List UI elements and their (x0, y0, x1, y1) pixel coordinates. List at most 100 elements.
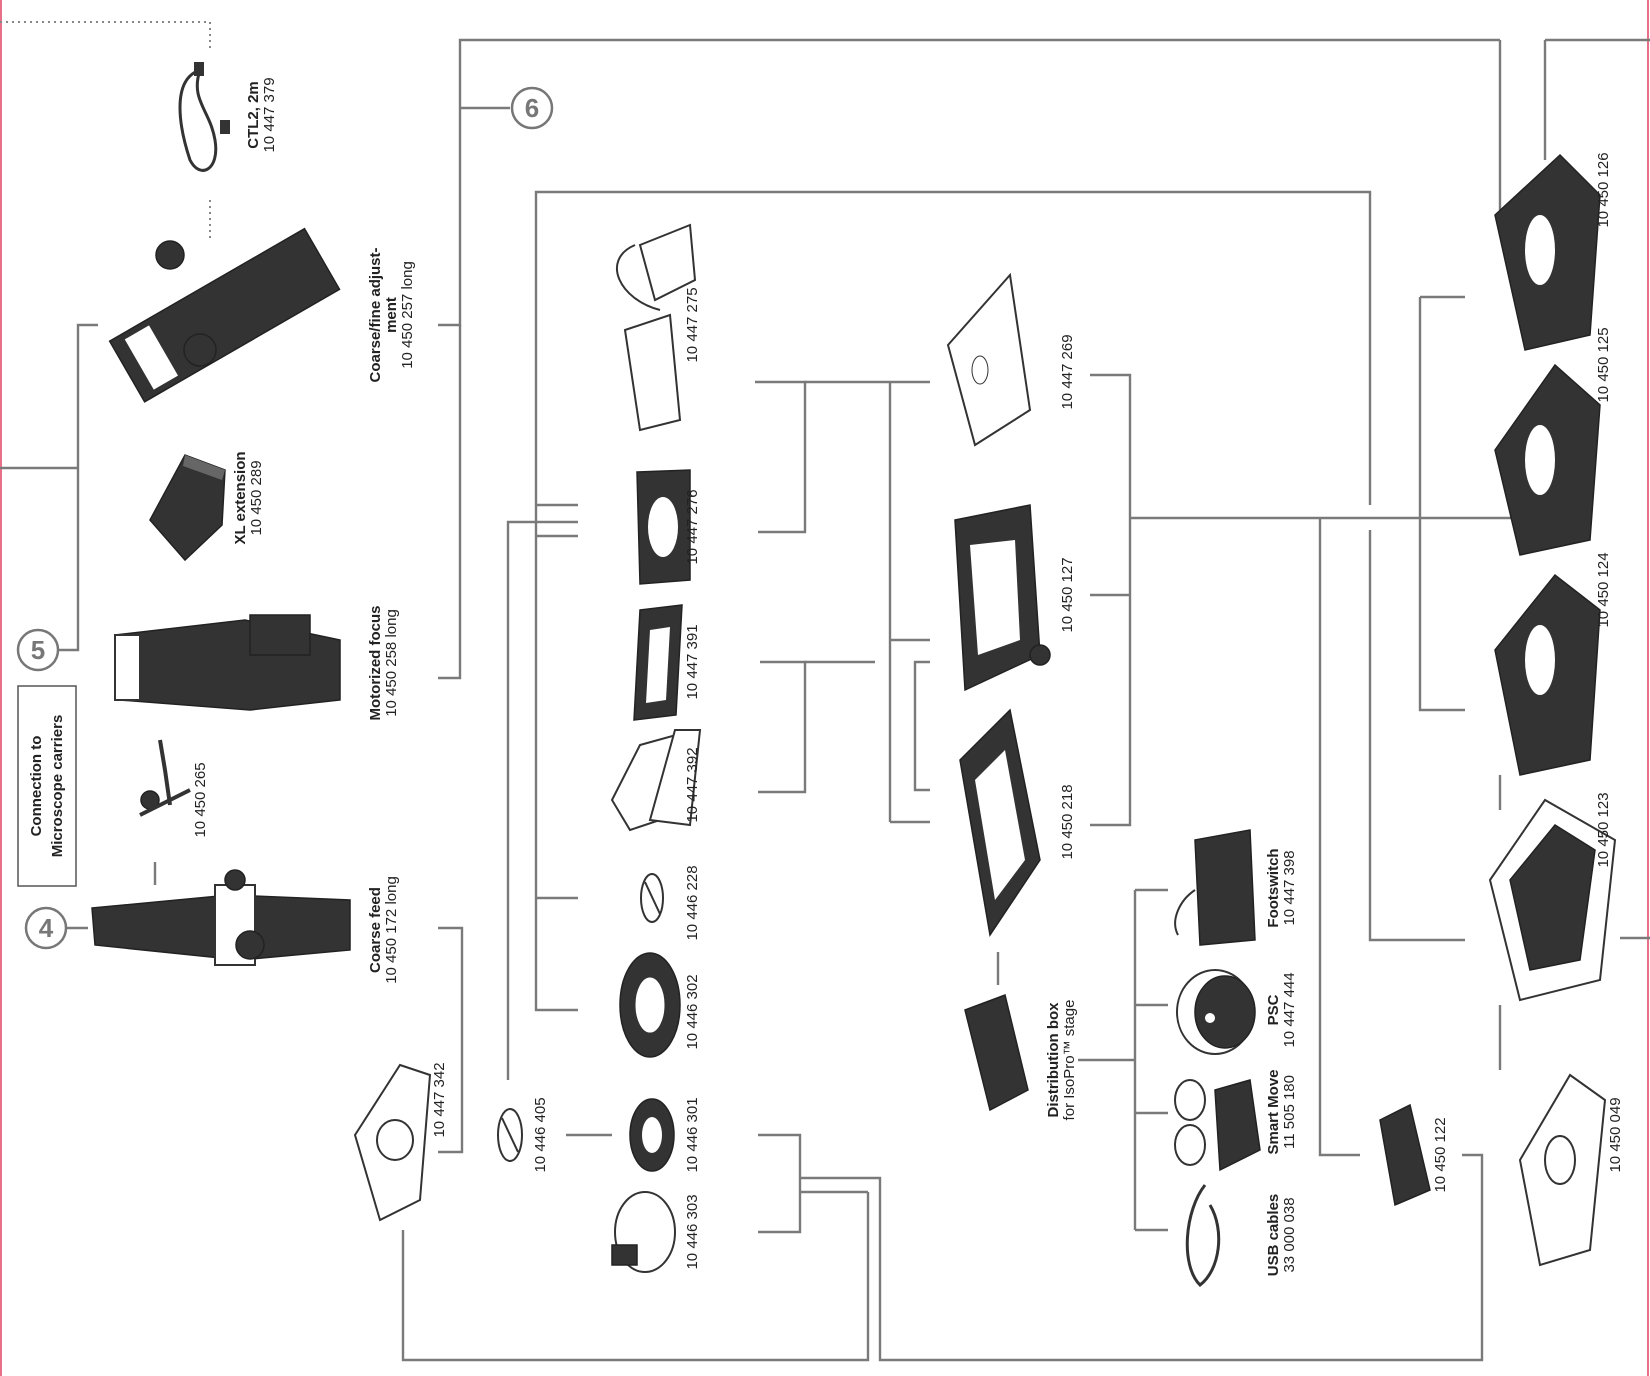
svg-text:5: 5 (31, 635, 45, 665)
svg-text:10 447 276: 10 447 276 (684, 489, 701, 564)
svg-text:10 450 126: 10 450 126 (1595, 152, 1612, 227)
svg-text:for IsoPro™ stage: for IsoPro™ stage (1061, 1000, 1078, 1121)
svg-text:10 446 302: 10 446 302 (684, 974, 701, 1049)
part-10447391-image (633, 604, 683, 721)
part-10450122-label: 10 450 122 (1432, 1117, 1449, 1192)
svg-text:10 447 342: 10 447 342 (431, 1062, 448, 1137)
distribution-box-label: Distribution box for IsoPro™ stage (1045, 1000, 1078, 1121)
coarse-feed-label: Coarse feed 10 450 172 long (367, 876, 400, 984)
svg-text:10 447 269: 10 447 269 (1059, 334, 1076, 409)
svg-text:CTL2, 2m: CTL2, 2m (245, 81, 262, 149)
part-10450124-image (1494, 573, 1601, 776)
svg-text:XL extension: XL extension (232, 451, 249, 544)
connection-to-microscope-carriers-box: Connection to Microscope carriers (17, 685, 77, 887)
coarse-feed-image (91, 869, 351, 966)
part-10450127-label: 10 450 127 (1059, 557, 1076, 632)
part-10447269-image (946, 272, 1032, 447)
part-10447392-image (610, 729, 702, 832)
svg-text:USB cables: USB cables (1265, 1194, 1282, 1277)
part-10450049-label: 10 450 049 (1607, 1097, 1624, 1172)
part-10450124-label: 10 450 124 (1595, 552, 1612, 627)
svg-text:4: 4 (39, 913, 54, 943)
distribution-box-image (964, 994, 1029, 1112)
part-10447391-label: 10 447 391 (684, 624, 701, 699)
part-10450049-image (1518, 1073, 1607, 1267)
coarse-fine-adjustment-image (108, 227, 341, 403)
svg-text:10 450 218: 10 450 218 (1059, 784, 1076, 859)
svg-text:10 447 379: 10 447 379 (261, 77, 278, 152)
part-10447276-label: 10 447 276 (684, 489, 701, 564)
part-10450122-image (1379, 1103, 1431, 1207)
part-10450123-label: 10 450 123 (1595, 792, 1612, 867)
usb-cables-image (1185, 1184, 1221, 1287)
part-10450126-label: 10 450 126 (1595, 152, 1612, 227)
svg-text:10 447 392: 10 447 392 (684, 747, 701, 822)
part-10446302-label: 10 446 302 (684, 974, 701, 1049)
part-10446303-image (611, 1191, 676, 1273)
svg-text:10 450 257 long: 10 450 257 long (399, 261, 416, 369)
svg-text:33 000 038: 33 000 038 (1281, 1197, 1298, 1272)
part-10450125-image (1494, 363, 1601, 556)
part-10447275-label: 10 447 275 (684, 287, 701, 362)
svg-text:ment: ment (383, 297, 400, 333)
part-10447269-label: 10 447 269 (1059, 334, 1076, 409)
svg-text:Footswitch: Footswitch (1265, 848, 1282, 927)
marker-4: 4 (24, 906, 88, 950)
smart-move-label: Smart Move 11 505 180 (1265, 1069, 1298, 1154)
part-10450127-image (954, 504, 1051, 692)
ctl2-label: CTL2, 2m 10 447 379 (245, 77, 278, 152)
psc-image (1176, 969, 1256, 1055)
xl-extension-image (149, 454, 226, 562)
part-10447342-image (353, 1063, 432, 1222)
part-10447276-image (636, 469, 691, 585)
svg-text:10 450 258 long: 10 450 258 long (383, 609, 400, 717)
part-10446301-label: 10 446 301 (684, 1097, 701, 1172)
part-10447275-image (616, 223, 697, 432)
ctl2-cable-image (178, 62, 230, 172)
part-10446405-label: 10 446 405 (532, 1097, 549, 1172)
footswitch-label: Footswitch 10 447 398 (1265, 848, 1298, 927)
part-10450265-label: 10 450 265 (192, 762, 209, 837)
svg-text:PSC: PSC (1265, 994, 1282, 1025)
motorized-focus-label: Motorized focus 10 450 258 long (367, 606, 400, 721)
xl-extension-label: XL extension 10 450 289 (232, 451, 265, 544)
smart-move-image (1174, 1079, 1261, 1172)
marker-6: 6 (510, 86, 554, 130)
svg-text:Motorized focus: Motorized focus (367, 606, 384, 721)
svg-text:10 450 125: 10 450 125 (1595, 327, 1612, 402)
part-10450123-image (1488, 798, 1617, 1002)
svg-text:Smart Move: Smart Move (1265, 1069, 1282, 1154)
svg-text:Coarse feed: Coarse feed (367, 887, 384, 973)
svg-text:10 446 301: 10 446 301 (684, 1097, 701, 1172)
svg-text:10 450 127: 10 450 127 (1059, 557, 1076, 632)
svg-text:10 447 391: 10 447 391 (684, 624, 701, 699)
footswitch-image (1174, 829, 1256, 946)
part-10446228-image (640, 873, 664, 923)
svg-text:Connection to: Connection to (28, 736, 45, 837)
coarse-fine-adjustment-label: Coarse/fine adjust- ment 10 450 257 long (367, 247, 416, 382)
part-10446301-image (629, 1098, 675, 1172)
part-10446303-label: 10 446 303 (684, 1194, 701, 1269)
svg-text:10 450 124: 10 450 124 (1595, 552, 1612, 627)
part-10450218-image (959, 708, 1041, 937)
svg-text:6: 6 (525, 93, 539, 123)
part-10447342-label: 10 447 342 (431, 1062, 448, 1137)
part-10450265-image (139, 739, 191, 885)
svg-text:10 450 265: 10 450 265 (192, 762, 209, 837)
motorized-focus-image (114, 614, 341, 711)
svg-text:10 446 303: 10 446 303 (684, 1194, 701, 1269)
svg-text:Distribution box: Distribution box (1045, 1002, 1062, 1118)
svg-text:10 450 289: 10 450 289 (248, 460, 265, 535)
connector-lines (0, 21, 1650, 1362)
svg-text:Microscope carriers: Microscope carriers (49, 715, 66, 858)
part-10450218-label: 10 450 218 (1059, 784, 1076, 859)
marker-5: 5 (16, 628, 60, 672)
svg-text:10 450 122: 10 450 122 (1432, 1117, 1449, 1192)
svg-text:10 447 275: 10 447 275 (684, 287, 701, 362)
svg-text:10 446 405: 10 446 405 (532, 1097, 549, 1172)
svg-text:10 450 123: 10 450 123 (1595, 792, 1612, 867)
part-10450125-label: 10 450 125 (1595, 327, 1612, 402)
part-10447392-label: 10 447 392 (684, 747, 701, 822)
svg-text:10 450 172 long: 10 450 172 long (383, 876, 400, 984)
